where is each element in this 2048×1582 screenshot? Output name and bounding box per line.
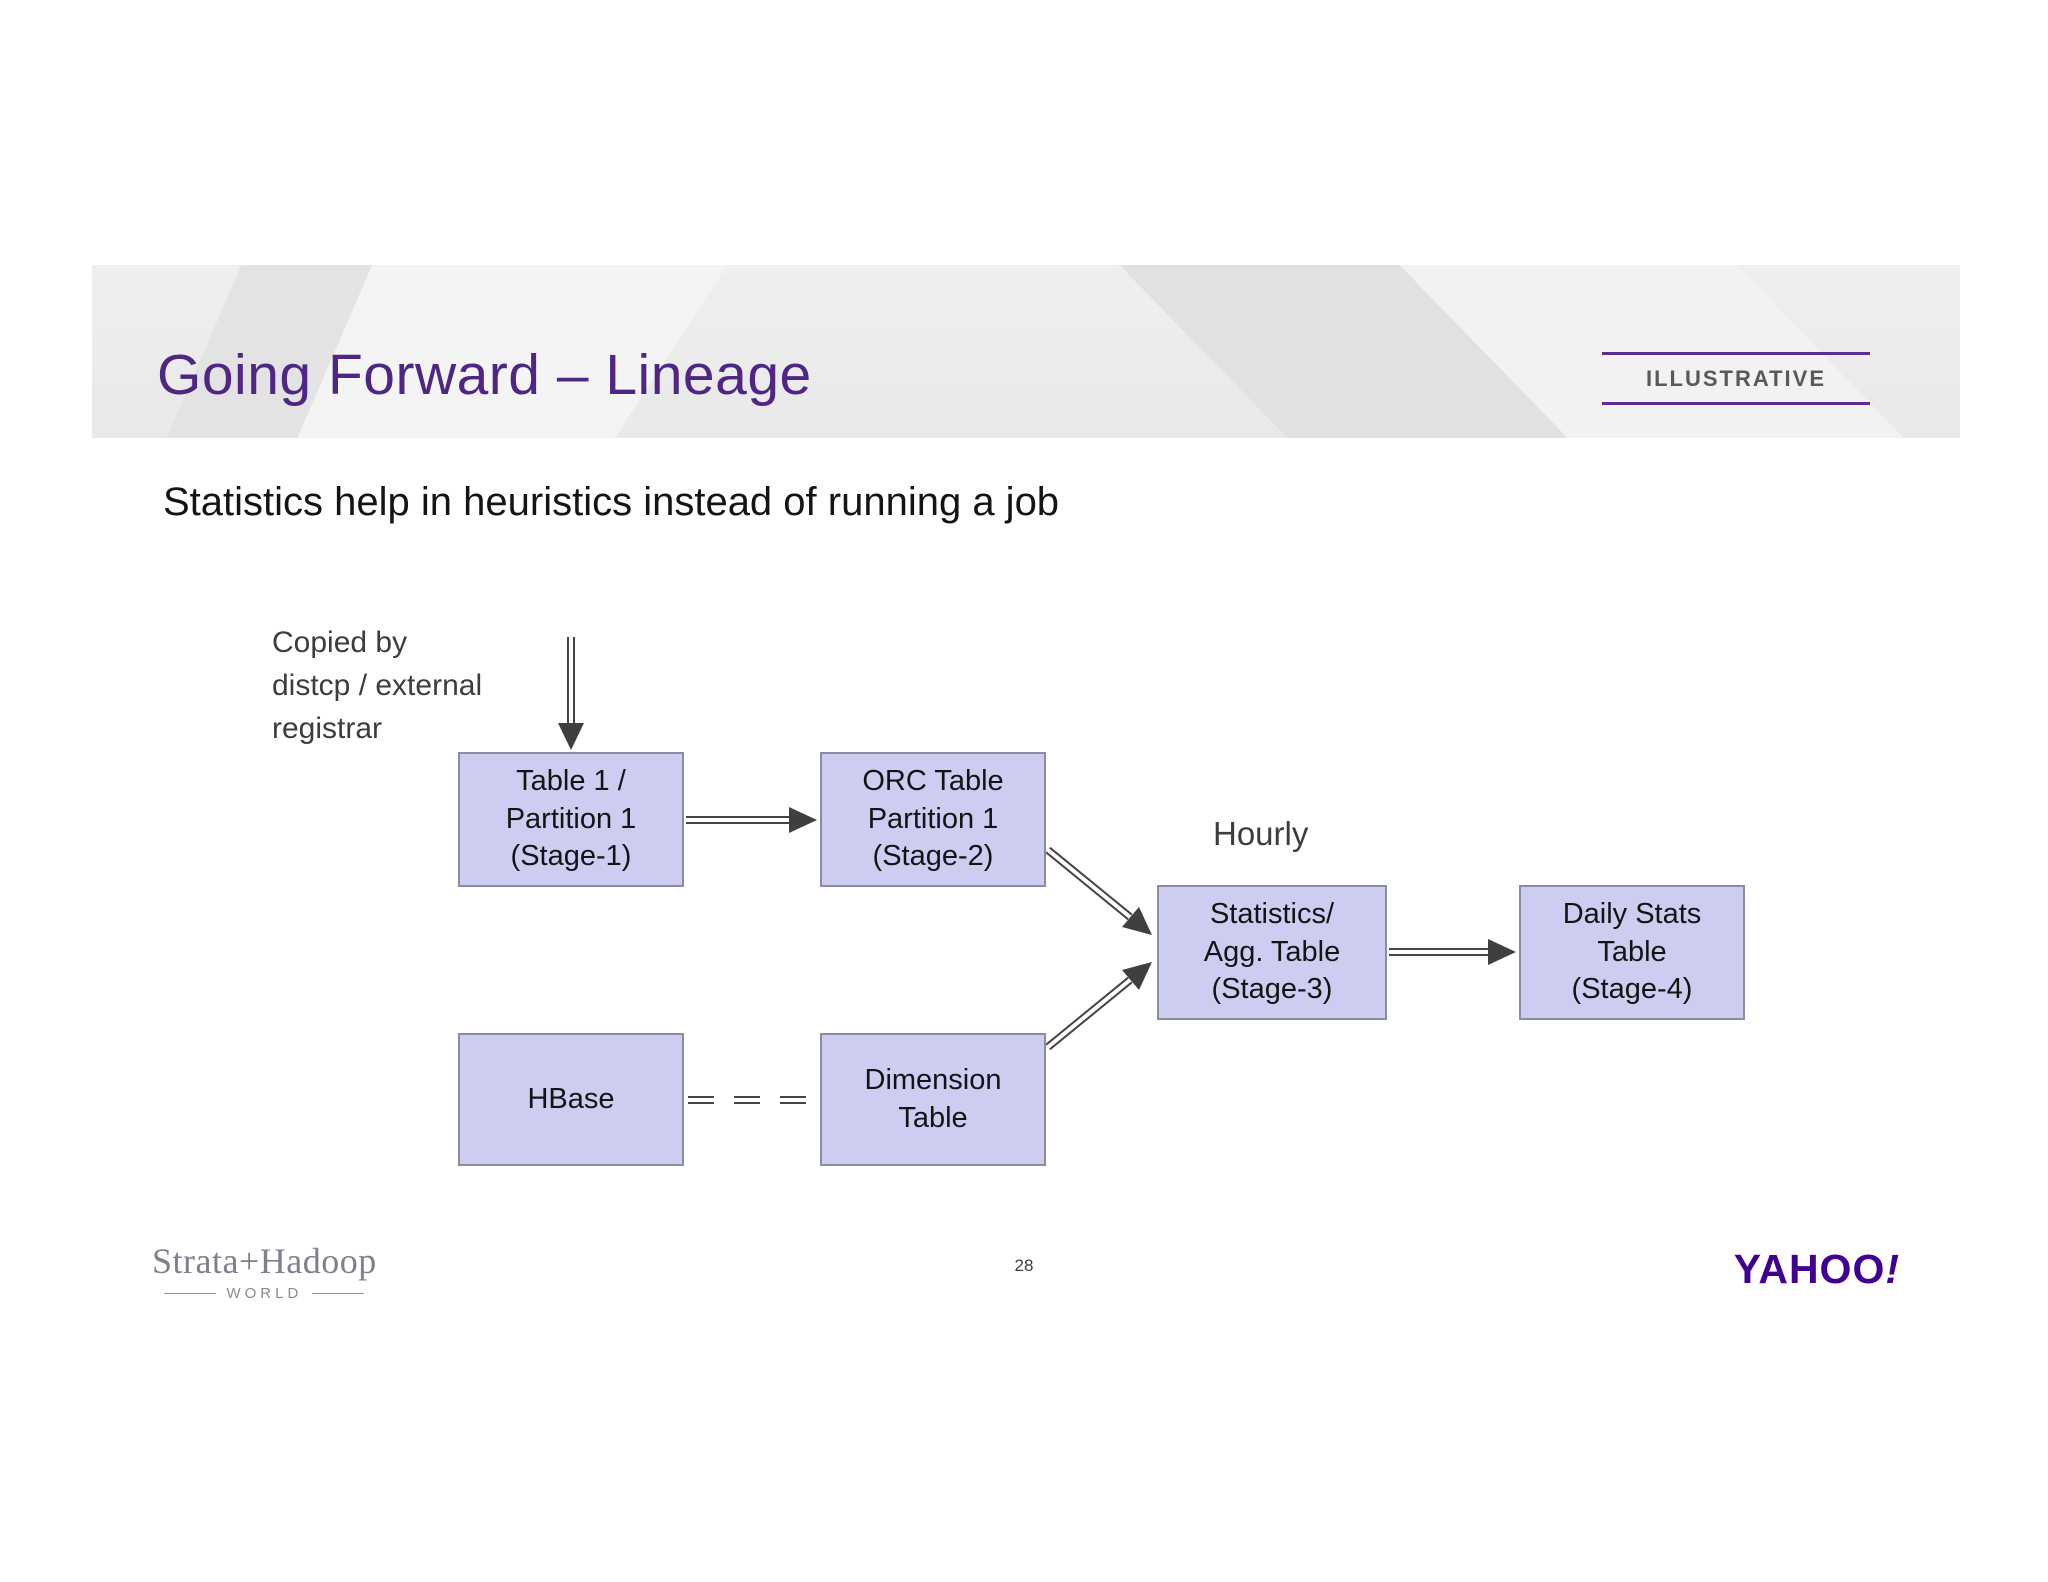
slide-title: Going Forward – Lineage	[157, 343, 812, 407]
yahoo-logo-text: YAHOO	[1733, 1246, 1886, 1292]
strata-logo-text: Strata+Hadoop	[152, 1241, 377, 1281]
node-stage4: Daily Stats Table (Stage-4)	[1519, 885, 1745, 1020]
edge-stage2-stage3	[1045, 846, 1133, 921]
node-label: Daily Stats Table (Stage-4)	[1562, 897, 1702, 1006]
logo-rule-left	[164, 1293, 217, 1294]
strata-hadoop-logo: Strata+Hadoop WORLD	[152, 1240, 377, 1302]
node-stage1: Table 1 / Partition 1 (Stage-1)	[458, 752, 684, 887]
yahoo-logo-bang: !	[1885, 1246, 1900, 1292]
node-dimension: Dimension Table	[820, 1033, 1046, 1166]
node-label: HBase	[527, 1082, 615, 1115]
node-label: Dimension Table	[864, 1063, 1002, 1134]
strata-logo-world: WORLD	[226, 1285, 303, 1302]
node-label: ORC Table Partition 1 (Stage-2)	[862, 764, 1004, 873]
arrowhead-into-stage2	[789, 807, 817, 833]
logo-rule-right	[312, 1293, 365, 1294]
illustrative-tag: ILLUSTRATIVE	[1602, 352, 1870, 405]
node-label: Statistics/ Agg. Table (Stage-3)	[1203, 897, 1341, 1006]
arrowhead-into-stage4	[1488, 939, 1516, 965]
node-stage2: ORC Table Partition 1 (Stage-2)	[820, 752, 1046, 887]
arrowhead-stage2-into-stage3	[1122, 907, 1152, 935]
strata-logo-subline: WORLD	[152, 1285, 377, 1302]
page-number: 28	[1014, 1256, 1034, 1275]
node-stage3: Statistics/ Agg. Table (Stage-3)	[1157, 885, 1387, 1020]
node-hbase: HBase	[458, 1033, 684, 1166]
yahoo-logo: YAHOO!	[1734, 1246, 1900, 1293]
slide-subtitle: Statistics help in heuristics instead of…	[163, 480, 1060, 524]
hourly-label: Hourly	[1213, 815, 1309, 852]
arrowhead-into-stage1	[558, 723, 584, 750]
header-band	[92, 265, 1960, 438]
node-label: Table 1 / Partition 1 (Stage-1)	[505, 764, 637, 873]
arrowhead-dimension-into-stage3	[1122, 962, 1152, 990]
edge-dimension-stage3	[1045, 976, 1133, 1051]
copied-by-annotation: Copied by distcp / external registrar	[272, 626, 483, 745]
illustrative-label: ILLUSTRATIVE	[1645, 366, 1827, 391]
